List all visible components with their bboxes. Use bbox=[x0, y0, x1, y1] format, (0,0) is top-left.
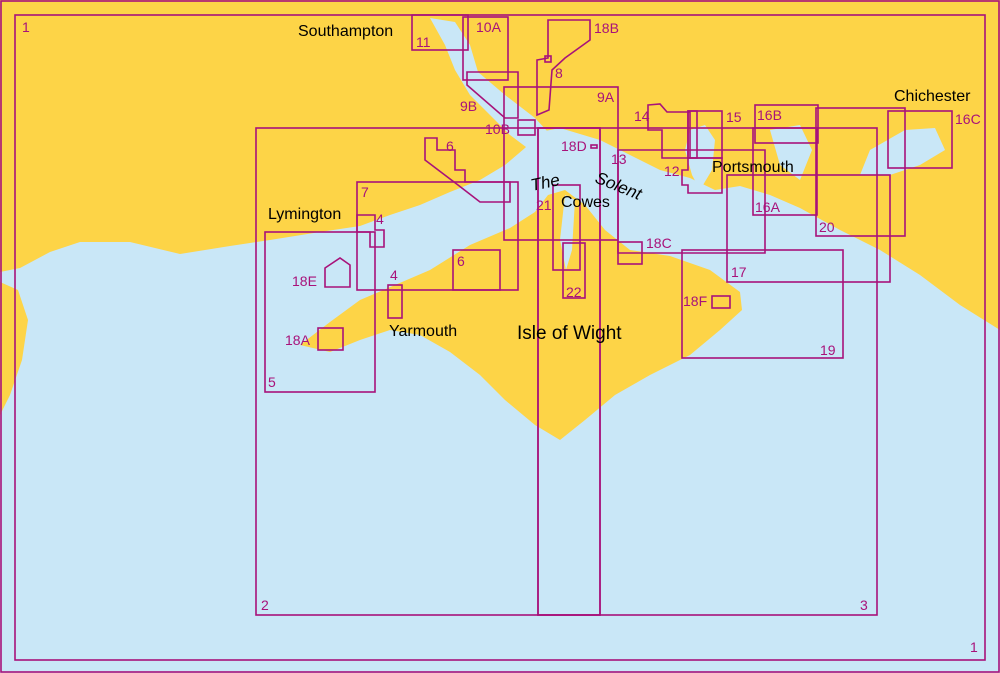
place-cowes: Cowes bbox=[561, 194, 610, 211]
chart-16B[interactable] bbox=[754, 104, 819, 144]
place-yarmouth: Yarmouth bbox=[389, 323, 457, 340]
chart-label-18A[interactable]: 18A bbox=[285, 332, 311, 348]
chart-label-5[interactable]: 5 bbox=[268, 374, 276, 390]
chart-label-17[interactable]: 17 bbox=[731, 264, 747, 280]
chart-label-16A[interactable]: 16A bbox=[755, 199, 781, 215]
chart-10A[interactable] bbox=[462, 16, 509, 81]
place-portsmouth: Portsmouth bbox=[712, 159, 794, 176]
chart-label-2[interactable]: 2 bbox=[261, 597, 269, 613]
chart-label-19[interactable]: 19 bbox=[820, 342, 836, 358]
chart-18D[interactable] bbox=[590, 144, 598, 149]
chart-label-6[interactable]: 6 bbox=[446, 138, 454, 154]
chart-19[interactable] bbox=[681, 249, 844, 359]
chart-label-4[interactable]: 4 bbox=[376, 211, 384, 227]
chart-12[interactable] bbox=[681, 157, 723, 194]
chart-labels: 1 1 2 3 4 4 5 6 6 7 8 9A 9B 10A 10B 11 1… bbox=[22, 19, 981, 655]
chart-label-13[interactable]: 13 bbox=[611, 151, 627, 167]
chart-16C[interactable] bbox=[887, 110, 953, 169]
chart-label-20[interactable]: 20 bbox=[819, 219, 835, 235]
chart-label-11[interactable]: 11 bbox=[416, 34, 431, 50]
chart-6-south[interactable] bbox=[452, 249, 501, 291]
chart-18E[interactable] bbox=[324, 257, 351, 288]
chart-label-3[interactable]: 3 bbox=[860, 597, 868, 613]
chart-label-1-corner[interactable]: 1 bbox=[970, 639, 978, 655]
mainland bbox=[0, 0, 1000, 330]
chart-cowes-inset[interactable] bbox=[552, 184, 581, 271]
chart-16A[interactable] bbox=[752, 127, 818, 216]
chart-label-12[interactable]: 12 bbox=[664, 163, 680, 179]
chart-18C[interactable] bbox=[617, 241, 643, 265]
chart-4-north[interactable] bbox=[356, 214, 385, 248]
chart-label-18B[interactable]: 18B bbox=[594, 20, 619, 36]
chart-22[interactable] bbox=[562, 242, 586, 299]
chart-11[interactable] bbox=[411, 14, 469, 51]
chart-20[interactable] bbox=[815, 107, 906, 237]
chart-label-7[interactable]: 7 bbox=[361, 184, 369, 200]
place-names: Southampton Chichester Lymington Yarmout… bbox=[268, 23, 971, 344]
chart-label-10A[interactable]: 10A bbox=[476, 19, 502, 35]
chart-13[interactable] bbox=[617, 149, 766, 254]
place-southampton: Southampton bbox=[298, 23, 393, 40]
chart-18F[interactable] bbox=[711, 295, 731, 309]
place-isle-of-wight: Isle of Wight bbox=[517, 323, 622, 344]
chart-label-14[interactable]: 14 bbox=[634, 108, 650, 124]
chart-label-18F[interactable]: 18F bbox=[683, 293, 707, 309]
chart-label-4b[interactable]: 4 bbox=[390, 267, 398, 283]
chart-18A[interactable] bbox=[317, 327, 344, 351]
chart-label-18D[interactable]: 18D bbox=[561, 138, 587, 154]
chart-10B[interactable] bbox=[517, 119, 536, 136]
chart-label-9B[interactable]: 9B bbox=[460, 98, 477, 114]
chart-8[interactable] bbox=[544, 55, 552, 63]
langstone-harbour bbox=[770, 125, 812, 180]
chart-label-15[interactable]: 15 bbox=[726, 109, 742, 125]
place-lymington: Lymington bbox=[268, 206, 341, 223]
chart-label-8[interactable]: 8 bbox=[555, 65, 563, 81]
chart-label-18E[interactable]: 18E bbox=[292, 273, 317, 289]
chart-label-16C[interactable]: 16C bbox=[955, 111, 981, 127]
chart-4-south[interactable] bbox=[387, 284, 403, 319]
chart-label-10B[interactable]: 10B bbox=[485, 121, 510, 137]
chart-21[interactable] bbox=[537, 127, 601, 616]
chart-label-16B[interactable]: 16B bbox=[757, 107, 782, 123]
chart-9B[interactable] bbox=[466, 71, 519, 119]
chart-6-north[interactable] bbox=[424, 137, 511, 203]
chart-label-1[interactable]: 1 bbox=[22, 19, 30, 35]
chart-18B[interactable] bbox=[536, 19, 591, 117]
chart-17[interactable] bbox=[726, 174, 891, 283]
chart-5[interactable] bbox=[264, 231, 376, 393]
place-chichester: Chichester bbox=[894, 88, 971, 105]
chart-label-22[interactable]: 22 bbox=[566, 284, 582, 300]
chart-1[interactable] bbox=[14, 14, 986, 661]
west-coast-land bbox=[0, 282, 28, 415]
chichester-harbour bbox=[860, 128, 945, 175]
chart-label-18C[interactable]: 18C bbox=[646, 235, 672, 251]
chart-label-21[interactable]: 21 bbox=[536, 197, 552, 213]
chart-label-9A[interactable]: 9A bbox=[597, 89, 615, 105]
chart-7[interactable] bbox=[356, 181, 519, 291]
chart-label-6b[interactable]: 6 bbox=[457, 253, 465, 269]
